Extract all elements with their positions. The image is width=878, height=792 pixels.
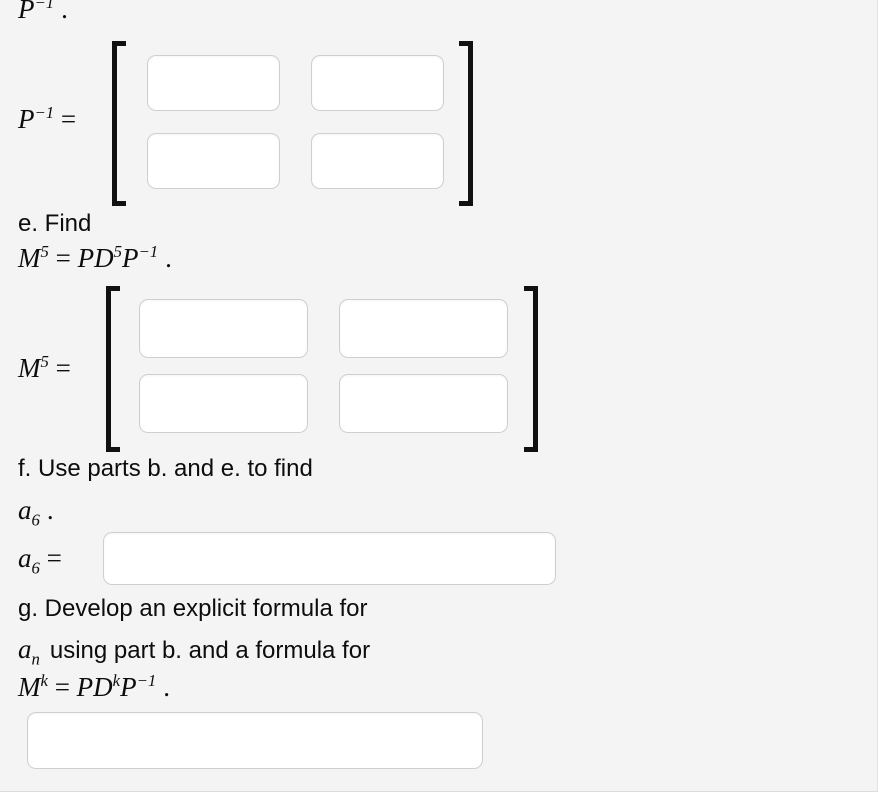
part-g-rhs-tail-exponent: −1 bbox=[136, 671, 157, 690]
part-g-sequence: an bbox=[18, 634, 40, 668]
m5-cell-r2c1[interactable] bbox=[139, 374, 308, 433]
part-g-lhs-base: M bbox=[18, 672, 41, 702]
part-g-sequence-base: a bbox=[18, 634, 32, 664]
part-g-prompt-line2: using part b. and a formula for bbox=[49, 637, 371, 664]
part-g-prompt-line2-row: an using part b. and a formula for bbox=[18, 634, 371, 668]
part-g-lhs-exponent: k bbox=[40, 671, 48, 690]
p-inverse-cell-r2c2[interactable] bbox=[311, 133, 444, 189]
p-inverse-label-exponent: −1 bbox=[34, 103, 55, 122]
part-f-target-subscript: 6 bbox=[31, 510, 40, 530]
part-g-sequence-subscript: n bbox=[31, 649, 40, 669]
part-g-rhs-tail-base: P bbox=[120, 672, 137, 702]
part-e-rhs-exponent: 5 bbox=[113, 242, 122, 261]
part-f-target-period: . bbox=[46, 495, 54, 525]
a6-answer-label: a6 = bbox=[18, 543, 62, 577]
part-f-target: a6. bbox=[18, 495, 54, 529]
p-inverse-equals: = bbox=[60, 104, 77, 134]
a6-equals: = bbox=[46, 543, 62, 573]
part-g-period: . bbox=[163, 672, 171, 702]
part-g-prompt-line1: g. Develop an explicit formula for bbox=[18, 595, 368, 622]
p-inverse-cell-r2c1[interactable] bbox=[147, 133, 280, 189]
m5-cell-r2c2[interactable] bbox=[339, 374, 508, 433]
top-fragment-base: P bbox=[18, 0, 35, 24]
part-g-answer-textarea[interactable] bbox=[27, 712, 483, 769]
part-e-equals: = bbox=[55, 243, 71, 273]
m5-cell-r1c2[interactable] bbox=[339, 299, 508, 358]
p-inverse-label-base: P bbox=[18, 104, 35, 134]
part-e-lhs-base: M bbox=[18, 243, 41, 273]
top-formula-fragment: P−1. bbox=[18, 0, 68, 23]
part-f-prompt: f. Use parts b. and e. to find bbox=[18, 455, 313, 482]
top-fragment-exponent: −1 bbox=[34, 0, 55, 12]
m5-equals: = bbox=[55, 353, 71, 383]
a6-label-subscript: 6 bbox=[31, 558, 40, 578]
p-inverse-cell-r1c1[interactable] bbox=[147, 55, 280, 111]
m5-label-base: M bbox=[18, 353, 41, 383]
part-g-formula: Mk = PDkP−1. bbox=[18, 671, 171, 702]
a6-answer-input[interactable] bbox=[103, 532, 556, 585]
p-inverse-cell-r1c2[interactable] bbox=[311, 55, 444, 111]
part-g-rhs: PD bbox=[76, 672, 113, 702]
part-e-rhs-tail-exponent: −1 bbox=[138, 242, 159, 261]
m5-cell-r1c1[interactable] bbox=[139, 299, 308, 358]
m5-bracket-left bbox=[106, 286, 120, 452]
m5-bracket-right bbox=[524, 286, 538, 452]
m5-label: M5 = bbox=[18, 352, 71, 383]
part-e-prompt: e. Find bbox=[18, 210, 92, 237]
part-g-equals: = bbox=[54, 672, 70, 702]
part-e-formula: M5 = PD5P−1. bbox=[18, 242, 172, 273]
p-inverse-label: P−1 = bbox=[18, 103, 77, 134]
part-e-lhs-exponent: 5 bbox=[40, 242, 49, 261]
part-e-rhs-tail-base: P bbox=[121, 243, 139, 273]
p-inverse-bracket-left bbox=[112, 41, 126, 206]
top-fragment-period: . bbox=[61, 0, 68, 24]
part-e-rhs: PD bbox=[77, 243, 114, 273]
m5-label-exponent: 5 bbox=[40, 352, 49, 371]
a6-label-base: a bbox=[18, 543, 32, 573]
p-inverse-bracket-right bbox=[459, 41, 473, 206]
part-g-rhs-exponent: k bbox=[112, 671, 121, 690]
part-f-target-base: a bbox=[18, 495, 32, 525]
part-e-period: . bbox=[165, 243, 172, 273]
